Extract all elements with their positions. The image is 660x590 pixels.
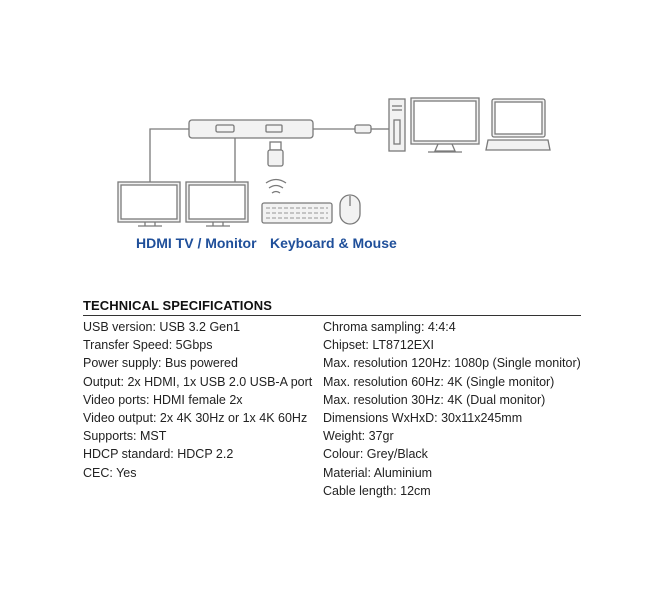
spec-list-right: Chroma sampling: 4:4:4 Chipset: LT8712EX… [323,318,581,500]
keyboard-mouse-caption: Keyboard & Mouse [270,235,397,251]
usb-c-hub [188,119,378,139]
desktop-monitor-icon [410,97,480,153]
laptop-icon [485,98,551,151]
spec-item: Colour: Grey/Black [323,447,428,462]
wireless-signal-icon [265,178,287,194]
mouse-icon [339,194,361,225]
spec-item: Video output: 2x 4K 30Hz or 1x 4K 60Hz [83,410,308,425]
connection-diagram [117,97,551,227]
spec-item: Weight: 37gr [323,429,394,444]
spec-item: Max. resolution 30Hz: 4K (Dual monitor) [323,392,546,407]
spec-item: Cable length: 12cm [323,483,431,498]
spec-item: Transfer Speed: 5Gbps [83,338,213,353]
spec-item: Material: Aluminium [323,465,433,480]
spec-item: CEC: Yes [83,465,137,480]
spec-item: Chroma sampling: 4:4:4 [323,320,456,334]
hdmi-monitor-icon [117,181,181,227]
spec-divider [83,315,581,316]
spec-title: TECHNICAL SPECIFICATIONS [83,298,272,313]
spec-item: Max. resolution 60Hz: 4K (Single monitor… [323,374,555,389]
spec-item: Output: 2x HDMI, 1x USB 2.0 USB-A port [83,374,313,389]
usb-dongle [267,141,284,167]
spec-item: Supports: MST [83,429,167,444]
hdmi-monitor-icon [185,181,249,227]
spec-item: Dimensions WxHxD: 30x11x245mm [323,410,523,425]
keyboard-icon [261,202,333,224]
spec-list-left: USB version: USB 3.2 Gen1 Transfer Speed… [83,318,312,482]
hdmi-display-caption: HDMI TV / Monitor [136,235,257,251]
spec-item: Video ports: HDMI female 2x [83,392,243,407]
hdmi-cables [149,128,236,182]
spec-item: Power supply: Bus powered [83,356,238,371]
spec-item: Max. resolution 120Hz: 1080p (Single mon… [323,356,581,371]
spec-item: Chipset: LT8712EXI [323,338,434,353]
spec-item: HDCP standard: HDCP 2.2 [83,447,234,462]
spec-item: USB version: USB 3.2 Gen1 [83,320,241,334]
desktop-tower-icon [378,98,406,152]
